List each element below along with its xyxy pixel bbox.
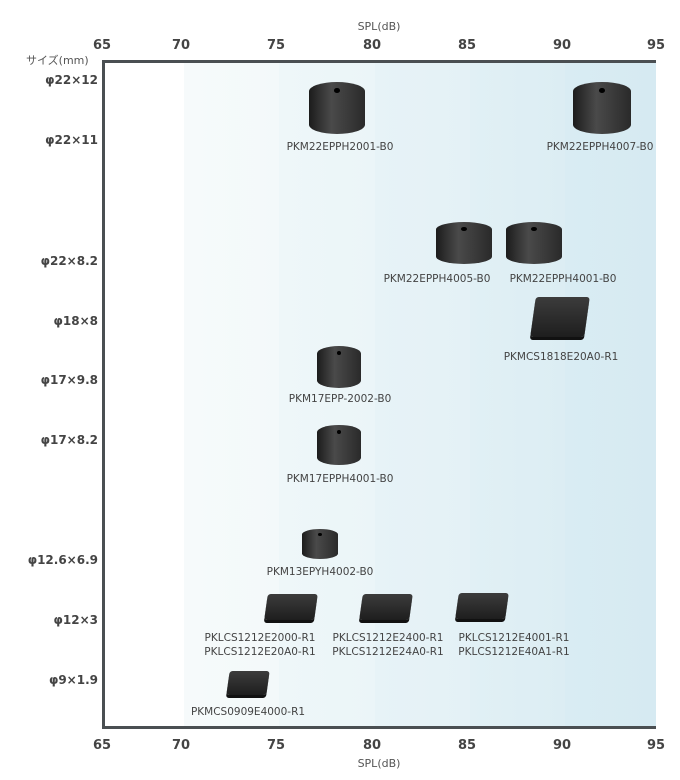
bottom-x-tick-label: 70 <box>171 738 191 753</box>
size-row-label: φ18×8 <box>53 314 99 328</box>
bottom-x-tick-label: 85 <box>457 738 477 753</box>
buzzer-image <box>317 425 361 465</box>
size-row-label: φ17×8.2 <box>40 433 98 447</box>
size-row-label: φ22×11 <box>45 133 98 147</box>
product-label[interactable]: PKM22EPPH2001-B0 <box>286 141 394 153</box>
product-label[interactable]: PKM17EPP-2002-B0 <box>288 393 392 405</box>
buzzer-image <box>264 594 318 620</box>
buzzer-image <box>436 222 492 264</box>
size-row-label: φ9×1.9 <box>48 673 98 687</box>
size-row-label: φ12×3 <box>53 613 99 627</box>
product-label[interactable]: PKM22EPPH4001-B0 <box>509 273 617 285</box>
y-axis-title: サイズ(mm) <box>26 54 89 67</box>
top-x-tick-label: 75 <box>266 38 286 53</box>
part-number: PKLCS1212E20A0-R1 <box>204 646 316 658</box>
bottom-x-tick-label: 75 <box>266 738 286 753</box>
part-number: PKLCS1212E4001-R1 <box>458 632 570 644</box>
top-x-tick-label: 80 <box>362 38 382 53</box>
product-label[interactable]: PKM22EPPH4005-B0 <box>383 273 491 285</box>
top-x-tick-label: 70 <box>171 38 191 53</box>
top-x-tick-label: 95 <box>646 38 666 53</box>
buzzer-image <box>455 593 509 619</box>
bottom-x-tick-label: 95 <box>646 738 666 753</box>
bottom-x-tick-label: 90 <box>552 738 572 753</box>
buzzer-image <box>359 594 413 620</box>
buzzer-image <box>573 82 631 134</box>
part-number: PKLCS1212E2000-R1 <box>204 632 316 644</box>
buzzer-image <box>226 671 270 695</box>
bottom-x-tick-label: 65 <box>92 738 112 753</box>
size-row-label: φ22×8.2 <box>40 254 98 268</box>
bottom-x-tick-label: 80 <box>362 738 382 753</box>
top-x-tick-label: 85 <box>457 38 477 53</box>
size-row-label: φ12.6×6.9 <box>27 553 98 567</box>
top-axis-title: SPL(dB) <box>357 20 401 33</box>
size-row-label: φ17×9.8 <box>40 373 98 387</box>
buzzer-image <box>506 222 562 264</box>
buzzer-image <box>302 529 338 559</box>
part-number: PKLCS1212E40A1-R1 <box>458 646 570 658</box>
buzzer-image <box>317 346 361 388</box>
top-x-tick-label: 90 <box>552 38 572 53</box>
product-label[interactable]: PKM17EPPH4001-B0 <box>286 473 394 485</box>
part-number: PKLCS1212E2400-R1 <box>332 632 444 644</box>
buzzer-image <box>309 82 365 134</box>
product-label[interactable]: PKMCS0909E4000-R1 <box>190 706 306 718</box>
bottom-axis-title: SPL(dB) <box>357 757 401 770</box>
size-row-label: φ22×12 <box>45 73 98 87</box>
product-label[interactable]: PKMCS1818E20A0-R1 <box>503 351 619 363</box>
top-x-tick-label: 65 <box>92 38 112 53</box>
product-label[interactable]: PKM22EPPH4007-B0 <box>546 141 654 153</box>
buzzer-image <box>530 297 590 337</box>
part-number: PKLCS1212E24A0-R1 <box>332 646 444 658</box>
product-label[interactable]: PKM13EPYH4002-B0 <box>266 566 374 578</box>
